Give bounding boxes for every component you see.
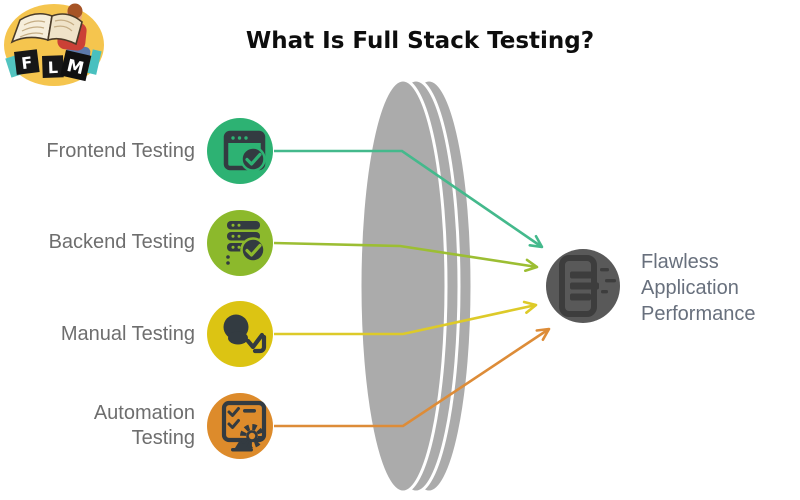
logo-letter-m: M: [65, 56, 86, 79]
logo-letter-blocks: F L M: [5, 49, 102, 82]
manual-arrow: [274, 300, 538, 336]
logo-letter-f: F: [20, 53, 33, 73]
label-manual-testing: Manual Testing: [60, 323, 195, 345]
flm-logo: F L M: [4, 3, 104, 86]
label-backend-testing: Backend Testing: [48, 231, 195, 253]
browser-check-icon: [207, 118, 273, 184]
person-check-icon: [207, 301, 273, 367]
checklist-gear-icon: [207, 393, 273, 459]
server-leds: [231, 223, 241, 249]
frontend-arrow: [274, 149, 544, 249]
gear-icon: [240, 424, 264, 448]
automation-arrow: [274, 327, 551, 428]
logo-letter-l: L: [47, 58, 58, 77]
label-automation-testing: Automation Testing: [93, 402, 195, 449]
backend-arrow: [273, 241, 539, 272]
label-frontend-testing: Frontend Testing: [46, 140, 195, 162]
browser-dots: [231, 136, 248, 140]
open-book: [10, 12, 83, 46]
fast-app-icon: [546, 249, 620, 323]
server-check-icon: [207, 210, 273, 276]
page-title: What Is Full Stack Testing?: [245, 28, 595, 54]
result-label: Flawless Application Performance: [641, 251, 756, 325]
lens: [358, 78, 474, 494]
